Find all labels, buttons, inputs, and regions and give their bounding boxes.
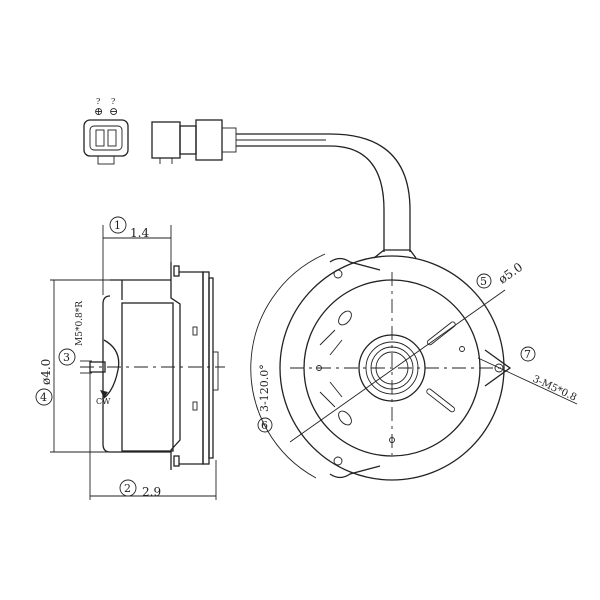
rotation-cw-label: CW <box>96 397 111 406</box>
connector-face: ? ? ⊕ ⊖ <box>83 97 129 165</box>
pin-mark-2: ? <box>111 97 115 106</box>
connector-plug <box>151 119 411 252</box>
callout-6: 6 <box>261 419 268 432</box>
dimension-diameter-4: ø4.0 <box>39 359 53 385</box>
negative-symbol: ⊖ <box>109 105 118 118</box>
pin-mark-1: ? <box>96 97 100 106</box>
thread-m5-label: M5*0.8*R <box>75 301 85 346</box>
callout-7: 7 <box>524 348 531 361</box>
callout-5: 5 <box>480 275 487 288</box>
positive-symbol: ⊕ <box>94 105 103 118</box>
callout-2: 2 <box>124 482 131 495</box>
dimension-2-9: 2.9 <box>142 485 161 499</box>
callout-1: 1 <box>114 219 121 232</box>
callout-4: 4 <box>40 391 47 404</box>
mounting-thread-label: 3-M5*0.8 <box>531 374 578 404</box>
callout-3: 3 <box>63 351 70 364</box>
side-view: 1 1.4 CW 3 M5*0.8*R 4 ø4.0 2 2 <box>35 216 225 500</box>
dimension-diameter-5: ø5.0 <box>496 260 526 287</box>
callout-circle-1 <box>109 216 127 234</box>
dimension-1-4: 1.4 <box>130 226 149 240</box>
front-view: 5 ø5.0 7 3-M5*0.8 6 3-120.0° <box>250 249 578 481</box>
angle-120-label: 3-120.0° <box>258 364 271 412</box>
